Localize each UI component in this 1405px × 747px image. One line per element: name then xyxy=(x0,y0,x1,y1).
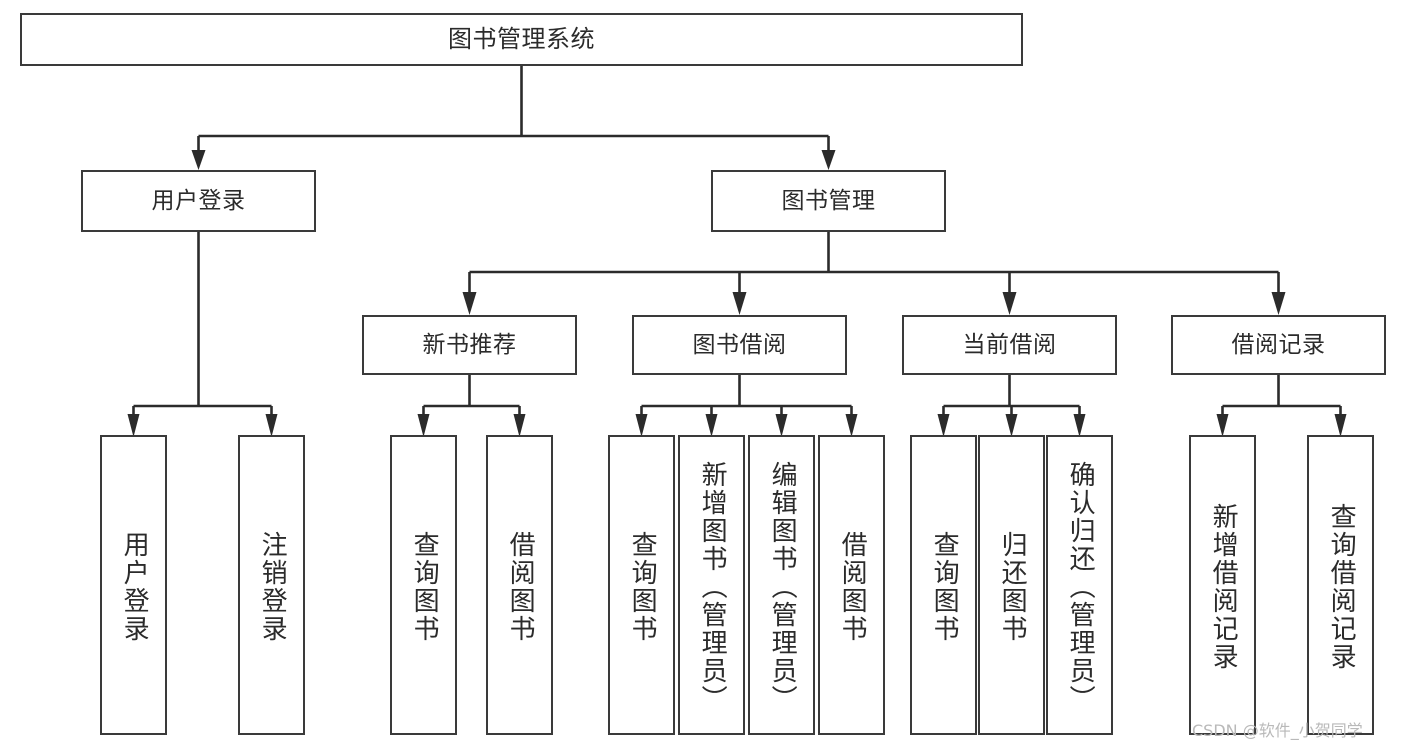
node-book-management[interactable]: 图书管理 xyxy=(711,170,946,232)
node-label: 借阅图书 xyxy=(505,531,536,643)
node-label: 用户登录 xyxy=(119,531,150,643)
node-user-login[interactable]: 用户登录 xyxy=(81,170,316,232)
leaf-book-borrow-edit[interactable]: 编辑图书（管理员） xyxy=(748,435,815,735)
node-label: 图书管理 xyxy=(781,187,876,214)
node-label: 新增图书（管理员） xyxy=(697,461,728,713)
node-label: 图书管理系统 xyxy=(448,24,595,53)
leaf-current-borrow-confirm-return[interactable]: 确认归还（管理员） xyxy=(1046,435,1113,735)
leaf-book-borrow-query[interactable]: 查询图书 xyxy=(608,435,675,735)
leaf-new-book-query[interactable]: 查询图书 xyxy=(390,435,457,735)
leaf-current-borrow-return[interactable]: 归还图书 xyxy=(978,435,1045,735)
leaf-user-login-login[interactable]: 用户登录 xyxy=(100,435,167,735)
node-label: 查询图书 xyxy=(409,531,440,643)
node-new-book-recommend[interactable]: 新书推荐 xyxy=(362,315,577,375)
node-root-book-management-system[interactable]: 图书管理系统 xyxy=(20,13,1023,66)
node-label: 查询借阅记录 xyxy=(1326,503,1357,671)
leaf-borrow-records-query[interactable]: 查询借阅记录 xyxy=(1307,435,1374,735)
node-label: 当前借阅 xyxy=(962,331,1057,358)
node-label: 归还图书 xyxy=(997,531,1028,643)
leaf-new-book-borrow[interactable]: 借阅图书 xyxy=(486,435,553,735)
node-label: 查询图书 xyxy=(929,531,960,643)
node-label: 借阅记录 xyxy=(1231,331,1326,358)
node-label: 注销登录 xyxy=(257,531,288,643)
node-borrow-records[interactable]: 借阅记录 xyxy=(1171,315,1386,375)
node-label: 新书推荐 xyxy=(422,331,517,358)
node-book-borrow[interactable]: 图书借阅 xyxy=(632,315,847,375)
node-label: 借阅图书 xyxy=(837,531,868,643)
node-label: 确认归还（管理员） xyxy=(1065,461,1096,713)
csdn-watermark: CSDN @软件_小贺同学 xyxy=(1192,721,1363,740)
node-label: 新增借阅记录 xyxy=(1208,503,1239,671)
leaf-book-borrow-borrow[interactable]: 借阅图书 xyxy=(818,435,885,735)
leaf-user-login-logout[interactable]: 注销登录 xyxy=(238,435,305,735)
node-label: 图书借阅 xyxy=(692,331,787,358)
leaf-book-borrow-add[interactable]: 新增图书（管理员） xyxy=(678,435,745,735)
leaf-current-borrow-query[interactable]: 查询图书 xyxy=(910,435,977,735)
node-label: 用户登录 xyxy=(151,187,246,214)
node-label: 编辑图书（管理员） xyxy=(767,461,798,713)
leaf-borrow-records-add[interactable]: 新增借阅记录 xyxy=(1189,435,1256,735)
node-current-borrow[interactable]: 当前借阅 xyxy=(902,315,1117,375)
node-label: 查询图书 xyxy=(627,531,658,643)
